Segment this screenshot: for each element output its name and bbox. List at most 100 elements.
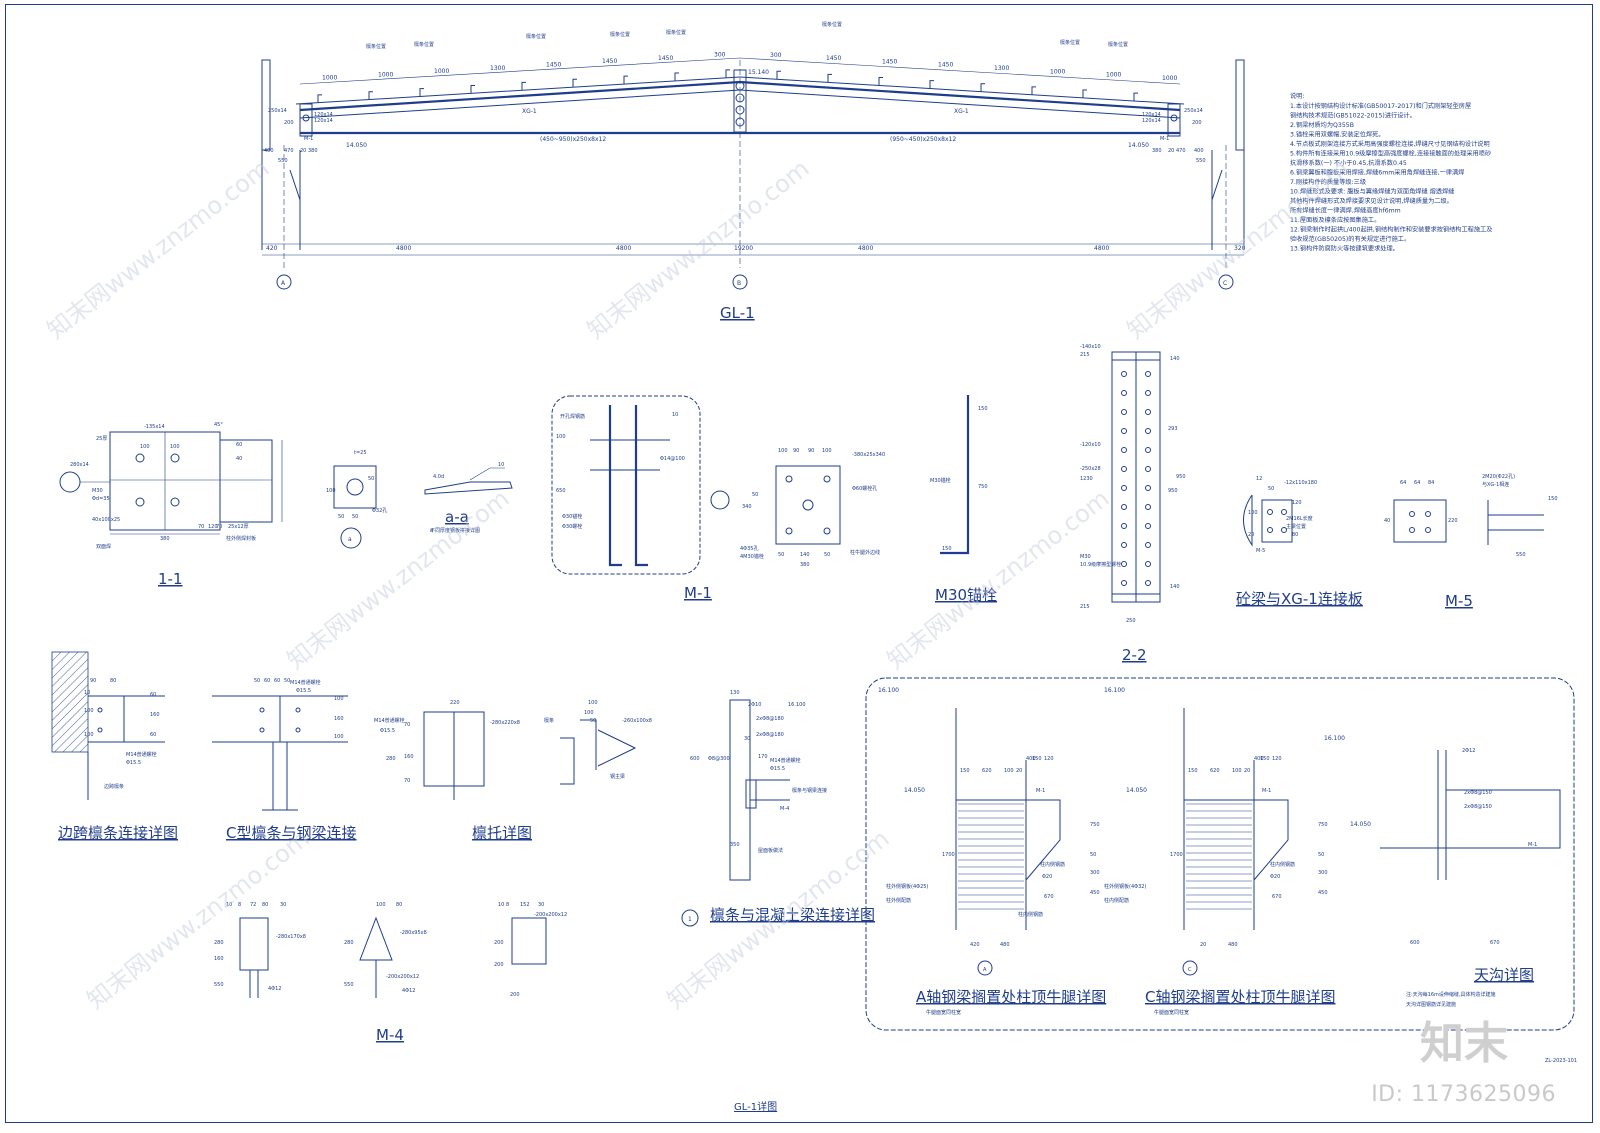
edge-dim-0: 90 — [90, 678, 96, 684]
da-dim-5: 10 — [498, 462, 504, 468]
edge-label-2: 边跨檩条 — [104, 783, 124, 790]
note-line-4: 4.节点板式刚架连接方式采用高强度螺栓连接,焊缝尺寸见钢结构设计说明 — [1290, 140, 1490, 148]
c-axis-label-5: 牛腿面宽同柱宽 — [1154, 1009, 1189, 1016]
a-axis-dim-13: 420 — [970, 942, 980, 948]
sheet-code: ZL-2023-101 — [1545, 1058, 1577, 1064]
s22-label-2: -250x28 — [1080, 466, 1101, 472]
a-axis-dim-3: 20 — [1016, 768, 1022, 774]
gl1-left-side-label-0: 200 — [284, 120, 294, 126]
pc-label-5: M14普通螺栓 — [770, 757, 801, 764]
s22-bolt-16 — [1121, 523, 1127, 529]
m1plan-dim-9: 50 — [752, 492, 758, 498]
m5-label-1: 与XG-1相连 — [1482, 481, 1509, 488]
bx-label-2: M-5 — [1256, 548, 1265, 554]
bx-dim-2: 100 — [1248, 510, 1258, 516]
s22-dim-4: 293 — [1168, 426, 1178, 432]
gl1-top-dim-12: 1300 — [994, 65, 1009, 72]
a-axis-label-6: 牛腿面宽同柱宽 — [926, 1009, 961, 1016]
c-axis-dim-10: 450 — [1318, 890, 1328, 896]
a-axis-label-0: 柱外侧钢板(4Φ25) — [886, 883, 928, 890]
axis-b-label: B — [737, 280, 741, 287]
gl1-title: GL-1 — [720, 304, 755, 322]
m1-label-2: Φ30锚栓 — [562, 513, 582, 520]
gl1-bay-dim-1: 4800 — [396, 245, 411, 252]
m1plan-label-1: Φ60螺栓孔 — [852, 485, 877, 492]
note-line-15: 13.钢构件防腐防火等按建筑要求处理。 — [1290, 245, 1399, 253]
pc-label-4: Φ8@300 — [708, 756, 730, 762]
gl1-purlin-tag-6: 檩条位置 — [1060, 39, 1080, 46]
gl1-beam-left-label: (450~950)x250x8x12 — [540, 136, 606, 143]
watermark-logo: 知末 — [1420, 1018, 1508, 1069]
gl1-purlin-4 — [521, 81, 526, 91]
a-axis-label-7: Φ20 — [1042, 874, 1052, 880]
note-line-0: 1.本设计按钢结构设计标准(GB50017-2017)和门式刚架轻型房屋 — [1290, 102, 1471, 110]
d11-label-9: 双面焊 — [96, 543, 111, 550]
detail-1-1: 280x14-135x1425厚M30Φd=3540x100x2525x12厚柱… — [59, 422, 283, 588]
gutter-label-1: 2xΦ8@150 — [1464, 790, 1492, 796]
da-label-1: Φ32孔 — [372, 507, 387, 514]
gl1-right-side-label-0: 200 — [1192, 120, 1202, 126]
bracket-label-1: -260x100x8 — [622, 718, 652, 724]
notes-title: 说明: — [1290, 92, 1304, 100]
m4-label-2: -280x95x8 — [400, 930, 427, 936]
axis-c-label: C — [1223, 280, 1227, 287]
c-axis-dim-7: 750 — [1318, 822, 1328, 828]
gl1-right-size-2: 250x14 — [1184, 108, 1203, 114]
c-axis-elev-mid: 14.050 — [1126, 787, 1147, 794]
m1plan-dim-3: 100 — [822, 448, 832, 454]
gl1-purlin-tag-2: 檩条位置 — [526, 33, 546, 40]
c-axis-dim-11: 1700 — [1170, 852, 1183, 858]
edge-dim-2: 60 — [150, 692, 156, 698]
s22-dim-3: 950 — [1168, 488, 1178, 494]
c-axis-label-4: C — [1188, 967, 1192, 973]
cpur-dim-3: 50 — [284, 678, 290, 684]
gl1-purlin-tag-5: 檩条位置 — [822, 21, 842, 28]
gutter-dim-0: 600 — [1410, 940, 1420, 946]
d11-dim-3: 40 — [236, 456, 242, 462]
s22-bolt-11 — [1145, 466, 1151, 472]
edge-dim-1: 80 — [110, 678, 116, 684]
s22-bolt-15 — [1145, 504, 1151, 510]
m30-dim-2: 150 — [942, 546, 952, 552]
pc-label-1: 16.100 — [788, 702, 806, 708]
d11-dim-1: 100 — [170, 444, 180, 450]
m1-label-1: Φ14@100 — [660, 456, 685, 462]
gl1-bay-dim-3: 4800 — [858, 245, 873, 252]
s22-bolt-18 — [1121, 542, 1127, 548]
detail-m5-title: M-5 — [1445, 592, 1473, 610]
gl1-right-small-dim-3: 400 — [1194, 148, 1204, 154]
gl1-purlin-14 — [1031, 86, 1036, 95]
pc-dim-3: 170 — [758, 754, 768, 760]
bx-dim-3: 20 — [1248, 532, 1254, 538]
a-axis-label-4: 柱内侧钢筋 — [1018, 911, 1043, 918]
gl1-frame-elevation: A B C (450~950)x250x8x12 (950~450)x250x8… — [261, 21, 1246, 322]
edge-dim-5: 100 — [84, 708, 94, 714]
a-axis-label-3: M-1 — [1036, 788, 1045, 794]
c-axis-labels: 柱外侧钢板(4Φ32)柱内侧配筋柱内侧钢筋M-1C牛腿面宽同柱宽Φ2016.10… — [1104, 687, 1295, 1016]
da-dim-1: 50 — [352, 514, 358, 520]
gutter-label-0: 2Φ12 — [1462, 748, 1475, 754]
s22-label-1: -120x10 — [1080, 442, 1101, 448]
d11-label-8: 45° — [214, 422, 223, 428]
s22-bolt-3 — [1145, 390, 1151, 396]
edge-dim-6: 100 — [84, 732, 94, 738]
axis-c-bubble — [1218, 274, 1234, 290]
notes-lines: 1.本设计按钢结构设计标准(GB50017-2017)和门式刚架轻型房屋 钢结构… — [1290, 102, 1492, 253]
pc-label-3: 2xΦ8@180 — [756, 732, 784, 738]
s22-bolt-5 — [1145, 409, 1151, 415]
note-line-1: 钢结构技术规范(GB51022-2015)进行设计。 — [1290, 112, 1416, 120]
gl1-purlin-9 — [776, 70, 781, 80]
m4-dim-4: 30 — [280, 902, 286, 908]
gl1-top-dim-14: 1000 — [1106, 72, 1121, 79]
gl1-top-dim-2: 1000 — [434, 68, 449, 75]
